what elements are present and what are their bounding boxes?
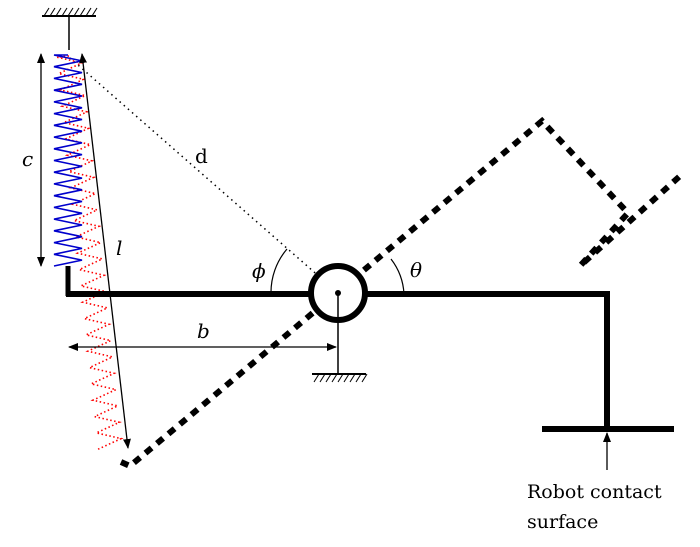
length-l-arrow — [79, 53, 131, 449]
ground-anchor — [312, 373, 368, 383]
label-theta: θ — [410, 258, 422, 282]
angle-theta-arc — [390, 258, 405, 295]
caption-line-1: Robot contact — [527, 481, 662, 503]
pivot-joint — [308, 263, 368, 374]
label-d: d — [195, 144, 208, 168]
label-phi: ϕ — [252, 259, 266, 283]
label-c: c — [22, 147, 33, 171]
distance-d-line — [69, 57, 339, 294]
deflected-lever — [119, 116, 683, 470]
top-anchor — [42, 7, 98, 50]
compressed-spring — [53, 54, 83, 267]
caption-line-2: surface — [527, 511, 598, 533]
angle-phi-arc — [270, 248, 288, 295]
label-b: b — [197, 319, 210, 343]
label-l: l — [116, 236, 122, 260]
